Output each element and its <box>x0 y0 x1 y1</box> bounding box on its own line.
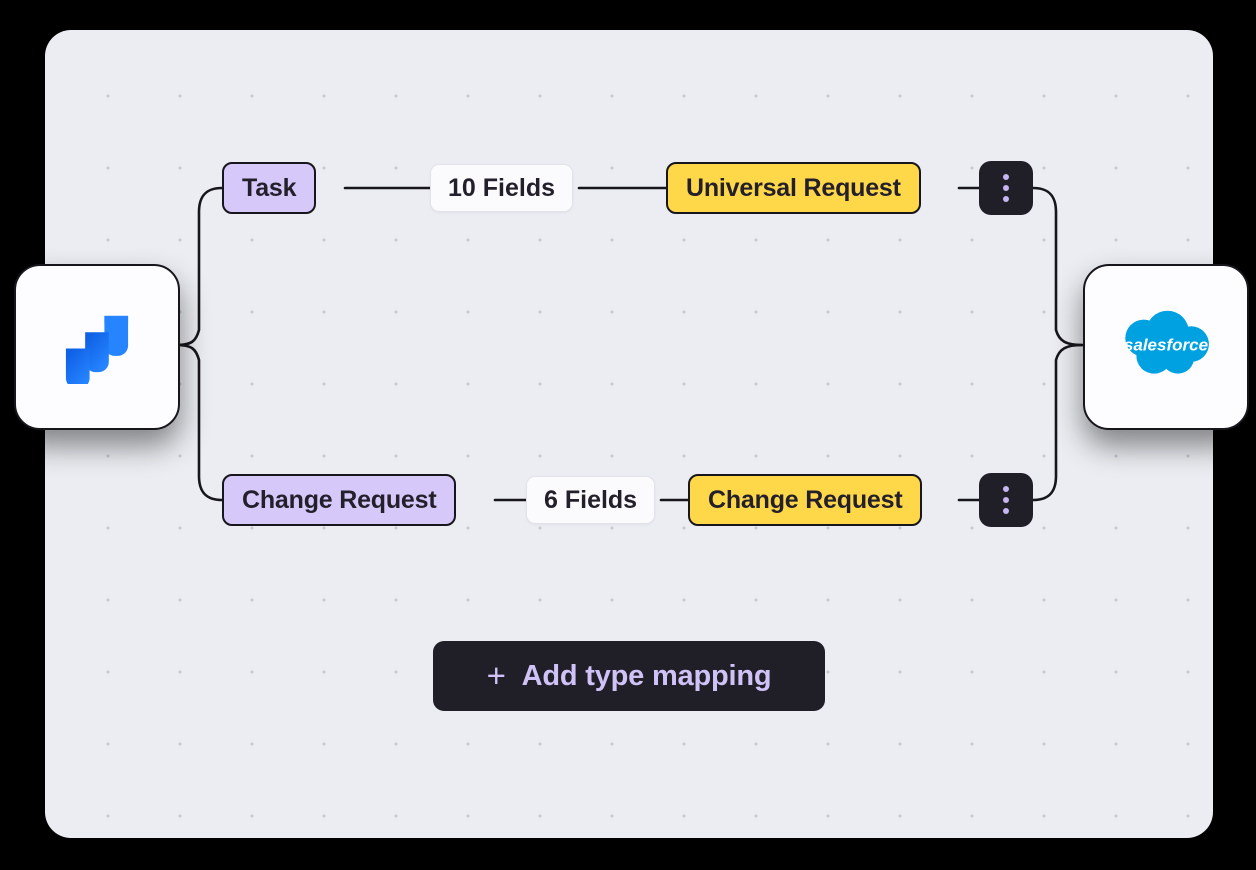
salesforce-logo-icon: salesforce <box>1124 310 1209 374</box>
target-app-card-salesforce[interactable]: salesforce <box>1083 264 1249 430</box>
kebab-dot <box>1003 497 1009 503</box>
kebab-dot <box>1003 196 1009 202</box>
field-count-chip-row-1[interactable]: 10 Fields <box>430 164 573 212</box>
field-count-label: 10 Fields <box>448 173 555 202</box>
mapping-canvas[interactable] <box>45 30 1213 838</box>
kebab-dot <box>1003 486 1009 492</box>
add-type-mapping-button[interactable]: + Add type mapping <box>433 641 825 711</box>
kebab-dot <box>1003 185 1009 191</box>
field-count-chip-row-2[interactable]: 6 Fields <box>526 476 656 524</box>
kebab-dot <box>1003 508 1009 514</box>
row-menu-button-1[interactable] <box>979 161 1033 215</box>
source-app-card-jira[interactable] <box>14 264 180 430</box>
target-type-label: Universal Request <box>686 173 901 202</box>
add-type-mapping-label: Add type mapping <box>521 659 772 692</box>
source-type-label: Change Request <box>242 485 437 514</box>
source-type-node-change-request[interactable]: Change Request <box>222 474 457 526</box>
target-type-node-change-request[interactable]: Change Request <box>688 474 923 526</box>
salesforce-wordmark: salesforce <box>1124 336 1208 355</box>
jira-logo-icon <box>65 315 129 384</box>
kebab-dot <box>1003 174 1009 180</box>
source-type-node-task[interactable]: Task <box>222 162 317 214</box>
target-type-node-universal-request[interactable]: Universal Request <box>666 162 921 214</box>
field-count-label: 6 Fields <box>544 485 638 514</box>
row-menu-button-2[interactable] <box>979 473 1033 527</box>
source-type-label: Task <box>242 173 297 202</box>
target-type-label: Change Request <box>708 485 903 514</box>
plus-icon: + <box>486 656 506 694</box>
